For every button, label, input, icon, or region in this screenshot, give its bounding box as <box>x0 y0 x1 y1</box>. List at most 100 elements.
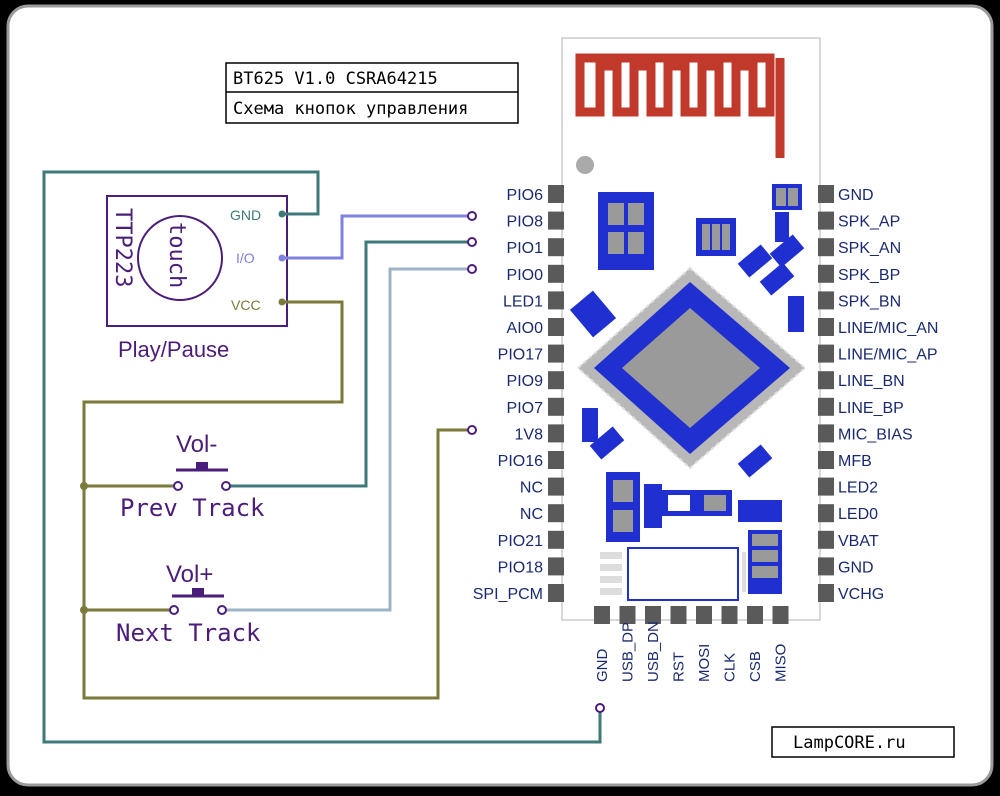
left-pin-pad <box>548 211 564 230</box>
right-pin-label: LINE/MIC_AN <box>838 320 938 337</box>
left-pin-pad <box>548 318 564 336</box>
right-pin-pad <box>818 318 834 336</box>
right-pin-pad <box>818 424 834 443</box>
right-pin-pad <box>818 264 834 283</box>
left-pin-label: PIO7 <box>507 400 544 417</box>
right-pin-pad <box>818 371 834 390</box>
wire-vcc <box>82 300 472 700</box>
left-pin-label: PIO9 <box>507 373 544 390</box>
right-pin-pad <box>818 291 834 310</box>
right-pin-label: VBAT <box>838 533 879 550</box>
button-vol-minus-top: Vol- <box>176 431 217 458</box>
bottom-pin-pad <box>772 606 789 624</box>
touch-pad-icon <box>137 215 223 301</box>
right-pin-pad <box>818 397 834 416</box>
watermark-box: LampCORE.ru <box>771 726 955 758</box>
right-pin-pad <box>818 504 834 523</box>
left-pin-pad <box>548 371 564 390</box>
right-pin-label: GND <box>838 187 874 204</box>
touch-pin-vcc: VCC <box>231 297 261 313</box>
bottom-pin-label: USB_DP <box>620 622 637 682</box>
button-vol-minus-bottom: Prev Track <box>120 494 265 522</box>
right-pin-label: LED2 <box>838 480 878 497</box>
button-vol-plus: Vol+ Next Track <box>116 561 261 647</box>
right-pin-label: SPK_AP <box>838 214 900 231</box>
left-pin-pad <box>548 504 564 523</box>
left-pin-label: PIO1 <box>507 240 544 257</box>
left-pin-label: PIO6 <box>507 187 544 204</box>
right-pin-label: VCHG <box>838 586 884 603</box>
right-pin-label: SPK_AN <box>838 240 901 257</box>
left-pin-pad <box>548 530 564 549</box>
right-pin-label: SPK_BP <box>838 267 900 284</box>
left-pin-label: PIO17 <box>498 347 543 364</box>
right-pin-label: MIC_BIAS <box>838 426 913 443</box>
wire-pio1 <box>228 240 472 488</box>
left-pin-pad <box>548 397 564 416</box>
button-vol-plus-bottom: Next Track <box>116 619 261 647</box>
watermark-text: LampCORE.ru <box>793 733 906 753</box>
right-pin-label: LINE_BN <box>838 373 905 390</box>
bottom-pin-pad <box>670 606 687 624</box>
wire-nodes <box>80 210 605 713</box>
bottom-pin-label: MISO <box>773 644 790 682</box>
left-pin-pad <box>548 557 564 576</box>
touch-module: touch TTP223 GND I/O VCC Play/Pause <box>106 195 288 362</box>
left-pin-label: PIO18 <box>498 559 543 576</box>
left-pin-label: 1V8 <box>515 426 544 443</box>
wire-gnd <box>42 170 602 744</box>
wire-pio0 <box>224 267 472 612</box>
left-pin-pad <box>548 451 564 469</box>
left-pin-pad <box>548 291 564 310</box>
left-pin-label: PIO8 <box>507 214 544 231</box>
left-pin-label: PIO0 <box>507 267 544 284</box>
button-vol-plus-top: Vol+ <box>166 561 213 588</box>
bottom-pin-pad <box>747 606 763 624</box>
left-pin-pad <box>548 477 564 496</box>
left-pin-pad <box>548 424 564 443</box>
right-pin-pad <box>818 344 834 363</box>
right-pin-label: SPK_BN <box>838 293 901 310</box>
touch-pad-label: touch <box>164 222 189 288</box>
touch-module-name: TTP223 <box>110 208 135 287</box>
right-pin-pad <box>818 530 834 549</box>
right-pin-label: LINE_BP <box>838 400 904 417</box>
main-chip <box>576 266 807 470</box>
bottom-pin-pad <box>696 606 712 624</box>
right-pin-pad <box>818 211 834 230</box>
antenna-meander <box>575 53 775 117</box>
right-pin-label: GND <box>838 559 874 576</box>
bottom-pin-label: CLK <box>722 653 739 682</box>
left-pin-label: SPI_PCM <box>473 586 543 603</box>
right-pin-pad <box>818 477 834 496</box>
bottom-pin-pad <box>721 606 738 624</box>
touch-pin-io: I/O <box>236 250 255 266</box>
left-pin-pad <box>548 238 564 257</box>
title-line1: BT625 V1.0 CSRA64215 <box>233 69 438 89</box>
wire-io-pio8 <box>282 214 472 260</box>
wires <box>42 170 602 744</box>
touch-pin-gnd: GND <box>230 207 261 223</box>
bottom-pin-label: RST <box>671 652 688 682</box>
bottom-pin-label: GND <box>594 649 611 683</box>
right-pin-pad <box>818 238 834 257</box>
right-pin-column: GND SPK_AP SPK_AN SPK_BP SPK_BN LINE/MIC_AN LI… <box>818 185 938 603</box>
bottom-pin-pad <box>645 606 661 624</box>
left-pin-label: PIO16 <box>498 453 543 470</box>
left-pin-pad <box>548 344 564 363</box>
right-pin-pad <box>818 185 834 203</box>
bottom-pin-label: CSB <box>747 651 764 682</box>
decor-pads <box>600 552 746 595</box>
title-line2: Схема кнопок управления <box>233 99 468 119</box>
bottom-pin-label: MOSI <box>696 644 713 682</box>
left-pin-label: NC <box>520 506 543 523</box>
left-pin-label: PIO21 <box>498 533 543 550</box>
title-block: BT625 V1.0 CSRA64215 Схема кнопок управл… <box>225 62 519 124</box>
left-pin-label: NC <box>520 480 543 497</box>
left-pin-column: PIO6PIO8PIO1PIO0LED1AIO0PIO17PIO9PIO71V8… <box>473 185 564 603</box>
left-pin-pad <box>548 584 564 602</box>
touch-caption: Play/Pause <box>118 337 229 362</box>
bottom-pin-pad <box>594 606 610 624</box>
bt-module <box>561 37 821 621</box>
